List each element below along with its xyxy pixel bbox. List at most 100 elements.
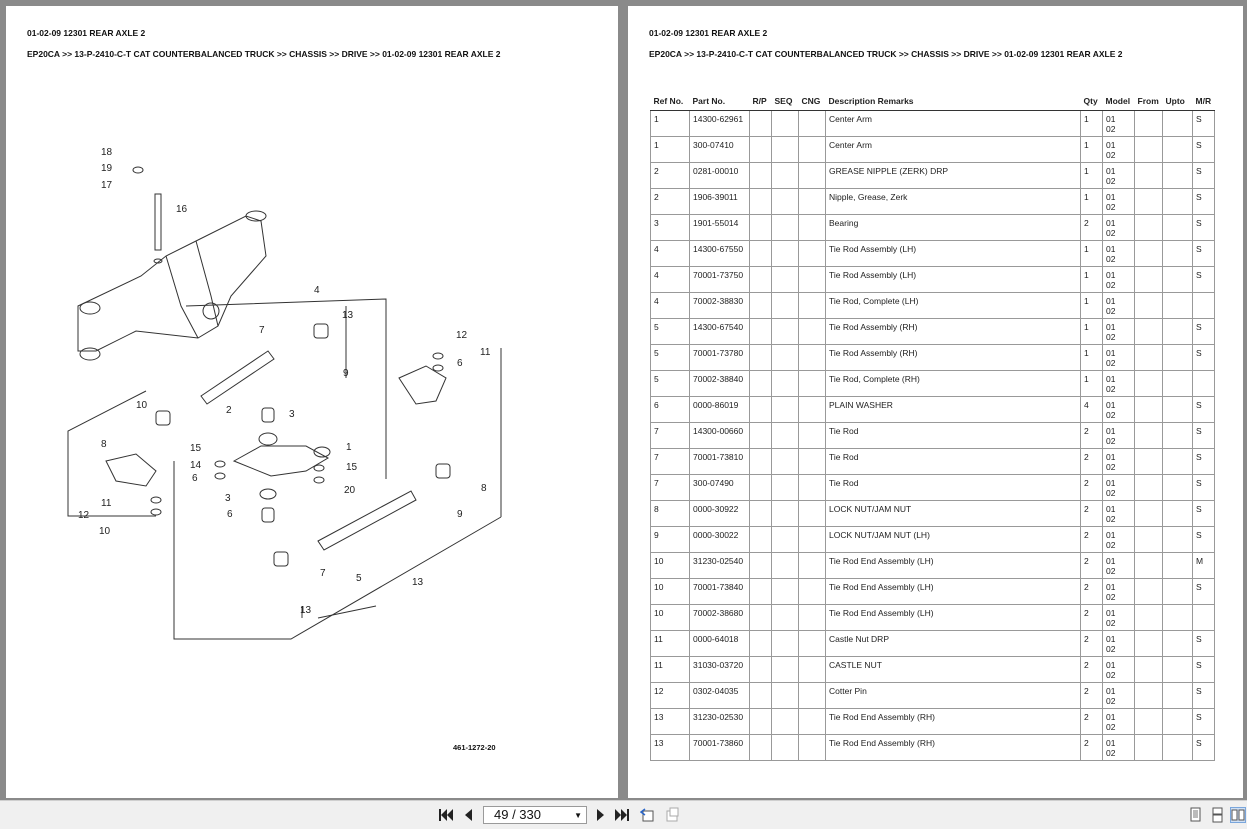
- description-cell: Tie Rod: [825, 474, 1081, 501]
- seq-cell: [771, 552, 799, 579]
- parts-table: Ref No. Part No. R/P SEQ CNG Description…: [650, 92, 1215, 761]
- cng-cell: [798, 656, 826, 683]
- model-code: 01: [1106, 504, 1116, 514]
- seq-cell: [771, 708, 799, 735]
- last-page-icon[interactable]: [614, 807, 630, 823]
- model-code: 01: [1106, 582, 1116, 592]
- upto-cell: [1162, 240, 1193, 267]
- seq-cell: [771, 162, 799, 189]
- model-code: 02: [1106, 358, 1116, 368]
- breadcrumb-path: EP20CA >> 13-P-2410-C-T CAT COUNTERBALAN…: [649, 49, 1123, 59]
- ref-cell: 13: [650, 734, 690, 761]
- ref-cell: 3: [650, 214, 690, 241]
- mr-cell: S: [1192, 266, 1215, 293]
- part-no-cell: 0000-30022: [689, 526, 750, 553]
- first-page-icon[interactable]: [438, 807, 454, 823]
- ref-cell: 7: [650, 474, 690, 501]
- description-cell: Castle Nut DRP: [825, 630, 1081, 657]
- upto-cell: [1162, 162, 1193, 189]
- ref-cell: 10: [650, 552, 690, 579]
- previous-page-icon[interactable]: [460, 807, 476, 823]
- mr-cell: [1192, 292, 1215, 319]
- callout: 4: [314, 285, 320, 296]
- single-page-view-icon[interactable]: [1187, 807, 1203, 823]
- rp-cell: [749, 214, 772, 241]
- rp-cell: [749, 188, 772, 215]
- seq-cell: [771, 604, 799, 631]
- rp-cell: [749, 396, 772, 423]
- seq-cell: [771, 396, 799, 423]
- model-code: 01: [1106, 374, 1116, 384]
- rp-cell: [749, 734, 772, 761]
- mr-cell: S: [1192, 630, 1215, 657]
- mr-cell: S: [1192, 422, 1215, 449]
- from-cell: [1134, 708, 1163, 735]
- part-no-cell: 0302-04035: [689, 682, 750, 709]
- callout: 6: [457, 358, 463, 369]
- from-cell: [1134, 552, 1163, 579]
- description-cell: Tie Rod End Assembly (LH): [825, 604, 1081, 631]
- seq-cell: [771, 578, 799, 605]
- mr-cell: S: [1192, 318, 1215, 345]
- mr-cell: S: [1192, 396, 1215, 423]
- page-number-field[interactable]: 49 / 330 ▼: [483, 806, 587, 824]
- from-cell: [1134, 240, 1163, 267]
- from-cell: [1134, 578, 1163, 605]
- ref-cell: 7: [650, 448, 690, 475]
- next-page-icon[interactable]: [592, 807, 608, 823]
- model-code: 02: [1106, 176, 1116, 186]
- part-no-cell: 70002-38830: [689, 292, 750, 319]
- seq-cell: [771, 448, 799, 475]
- two-page-view-icon[interactable]: [1230, 807, 1246, 823]
- description-cell: PLAIN WASHER: [825, 396, 1081, 423]
- ref-cell: 4: [650, 240, 690, 267]
- mr-cell: S: [1192, 162, 1215, 189]
- model-code: 02: [1106, 540, 1116, 550]
- table-header-row: Ref No. Part No. R/P SEQ CNG Description…: [650, 92, 1215, 111]
- from-cell: [1134, 630, 1163, 657]
- seq-cell: [771, 682, 799, 709]
- part-no-cell: 0281-00010: [689, 162, 750, 189]
- upto-cell: [1162, 214, 1193, 241]
- qty-cell: 1: [1080, 318, 1103, 345]
- from-cell: [1134, 214, 1163, 241]
- model-code: 01: [1106, 140, 1116, 150]
- callout: 6: [227, 509, 233, 520]
- previous-view-icon[interactable]: [639, 807, 656, 823]
- part-no-cell: 14300-62961: [689, 110, 750, 137]
- description-cell: Tie Rod, Complete (RH): [825, 370, 1081, 397]
- part-no-cell: 31230-02530: [689, 708, 750, 735]
- model-code: 01: [1106, 738, 1116, 748]
- model-code: 01: [1106, 322, 1116, 332]
- upto-cell: [1162, 110, 1193, 137]
- model-code: 01: [1106, 478, 1116, 488]
- callout: 19: [101, 163, 113, 174]
- model-code: 02: [1106, 332, 1116, 342]
- model-code: 01: [1106, 634, 1116, 644]
- seq-cell: [771, 526, 799, 553]
- continuous-view-icon[interactable]: [1209, 807, 1225, 823]
- seq-cell: [771, 136, 799, 163]
- chevron-down-icon[interactable]: ▼: [574, 811, 582, 820]
- part-no-cell: 1901-55014: [689, 214, 750, 241]
- mr-cell: S: [1192, 448, 1215, 475]
- description-cell: GREASE NIPPLE (ZERK) DRP: [825, 162, 1081, 189]
- next-view-icon[interactable]: [664, 807, 680, 823]
- qty-cell: 1: [1080, 110, 1103, 137]
- qty-cell: 2: [1080, 604, 1103, 631]
- callout: 12: [78, 510, 90, 521]
- callout: 13: [300, 605, 312, 616]
- from-cell: [1134, 396, 1163, 423]
- upto-cell: [1162, 188, 1193, 215]
